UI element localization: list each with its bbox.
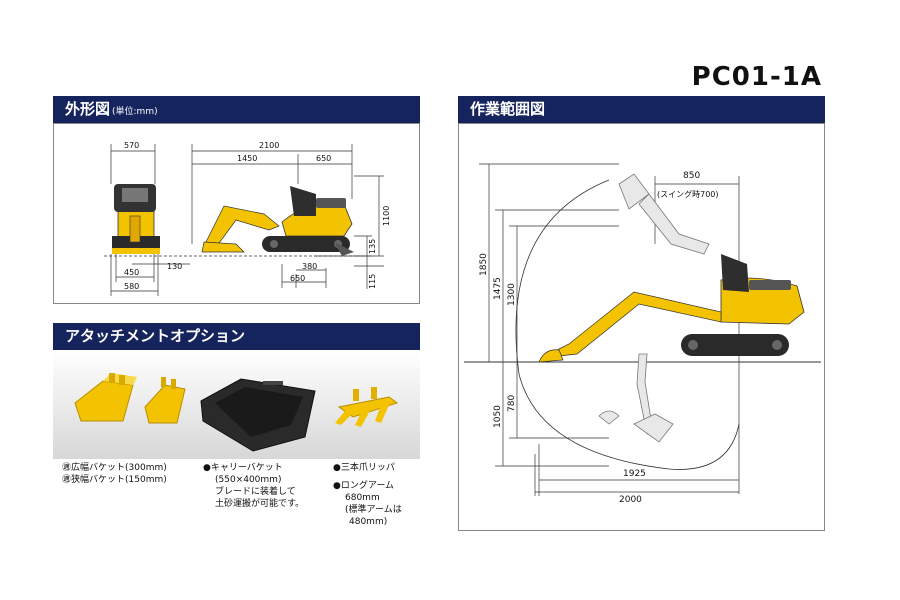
attachments-panel	[53, 351, 420, 459]
ripper-image	[335, 387, 399, 427]
dim-swing-700: (スイング時700)	[657, 189, 719, 199]
front-view-machine	[112, 184, 160, 254]
range-diagram: 850 (スイング時700) 1850 1475 1300 1050 780 1…	[464, 163, 821, 505]
dim-2000: 2000	[619, 495, 642, 505]
dim-135: 135	[368, 239, 377, 254]
long-arm-line-2: 680mm	[345, 493, 380, 503]
dim-1300: 1300	[507, 283, 517, 306]
range-machine	[538, 254, 805, 363]
dim-650-bottom: 650	[290, 274, 305, 283]
dim-380: 380	[302, 262, 317, 271]
dim-780: 780	[507, 395, 517, 412]
wide-bucket-image	[74, 373, 137, 422]
dim-130: 130	[167, 262, 182, 271]
dim-1475: 1475	[493, 277, 503, 300]
side-view-machine	[201, 186, 354, 256]
wide-bucket-label: ㊜広幅バケット(300mm)	[62, 463, 167, 473]
dim-650-top: 650	[316, 154, 331, 163]
ripper-arm-caption: ●三本爪リッパ ●ロングアーム 680mm (標準アームは 480mm)	[333, 462, 402, 528]
narrow-bucket-image	[144, 377, 186, 424]
range-ghost-arms	[598, 173, 710, 443]
long-arm-line-4: 480mm)	[349, 517, 388, 527]
carry-bucket-image	[200, 378, 316, 452]
dim-overall-2100: 2100	[259, 141, 279, 150]
range-section-header: 作業範囲図	[458, 96, 825, 123]
dim-1100: 1100	[382, 206, 391, 226]
attachments-title: アタッチメントオプション	[65, 327, 246, 345]
dim-1450: 1450	[237, 154, 257, 163]
carry-bucket-line-2: (550×400mm)	[215, 475, 282, 485]
long-arm-line-1: ●ロングアーム	[333, 481, 395, 491]
dim-1925: 1925	[623, 469, 646, 479]
ripper-label: ●三本爪リッパ	[333, 463, 395, 473]
dim-580: 580	[124, 282, 139, 291]
dim-1050: 1050	[493, 405, 503, 428]
exterior-unit: (単位:mm)	[112, 107, 158, 117]
exterior-section-header: 外形図(単位:mm)	[53, 96, 420, 123]
carry-bucket-line-1: ●キャリーバケット	[203, 463, 283, 473]
attachments-section-header: アタッチメントオプション	[53, 323, 420, 350]
dim-450: 450	[124, 268, 139, 277]
carry-bucket-caption: ●キャリーバケット (550×400mm) ブレードに装着して 土砂運搬が可能で…	[203, 462, 304, 510]
model-title: PC01-1A	[691, 62, 822, 92]
carry-bucket-line-4: 土砂運搬が可能です。	[215, 499, 305, 509]
dim-front-570: 570	[124, 141, 139, 150]
attachments-illustration	[74, 373, 399, 452]
dim-1850: 1850	[479, 253, 489, 276]
exterior-diagram-box: 570 2100 1450 650 130 380 650 450 580 11…	[53, 123, 420, 304]
dim-850: 850	[683, 171, 700, 181]
range-diagram-box: 850 (スイング時700) 1850 1475 1300 1050 780 1…	[458, 123, 825, 531]
dim-115: 115	[368, 274, 377, 289]
carry-bucket-line-3: ブレードに装着して	[215, 487, 296, 497]
bucket-captions: ㊜広幅バケット(300mm) ㊜狭幅バケット(150mm)	[62, 462, 167, 486]
exterior-diagram: 570 2100 1450 650 130 380 650 450 580 11…	[104, 141, 391, 296]
exterior-title: 外形図	[65, 100, 111, 118]
narrow-bucket-label: ㊜狭幅バケット(150mm)	[62, 475, 167, 485]
range-title: 作業範囲図	[470, 100, 546, 118]
long-arm-line-3: (標準アームは	[345, 505, 402, 515]
